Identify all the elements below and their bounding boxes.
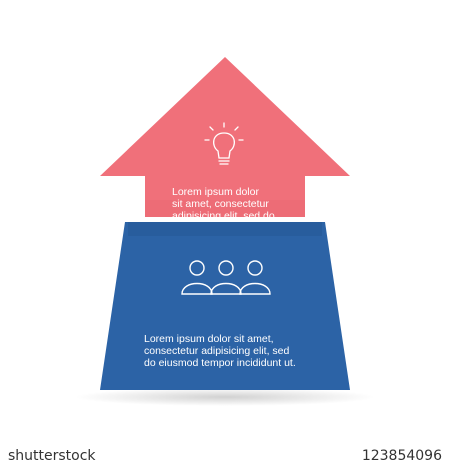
bottom-step-text-line: Lorem ipsum dolor sit amet, (144, 333, 274, 345)
bottom-base-band (128, 222, 322, 236)
bottom-step-text-line: consectetur adipisicing elit, sed (144, 345, 290, 357)
top-arrow-step (100, 57, 350, 217)
top-step-text-line: Lorem ipsum dolor (172, 186, 259, 198)
people-group-icon (181, 260, 271, 295)
top-arrow-band (145, 200, 305, 217)
top-step-text-line: sit amet, consectetur (172, 198, 269, 210)
watermark-bar: shutterstock 123854096 (0, 442, 450, 470)
bottom-step-text: Lorem ipsum dolor sit amet, consectetur … (144, 333, 334, 369)
watermark-image-id: 123854096 (361, 448, 442, 464)
bottom-base-step (100, 222, 350, 390)
top-step-text: Lorem ipsum dolor sit amet, consectetur … (172, 186, 292, 222)
ground-shadow (75, 388, 375, 406)
lightbulb-icon (204, 122, 244, 165)
watermark-logo: shutterstock (8, 448, 96, 464)
top-step-text-line: adipisicing elit, sed do. (172, 210, 278, 222)
bottom-step-text-line: do eiusmod tempor incididunt ut. (144, 357, 296, 369)
